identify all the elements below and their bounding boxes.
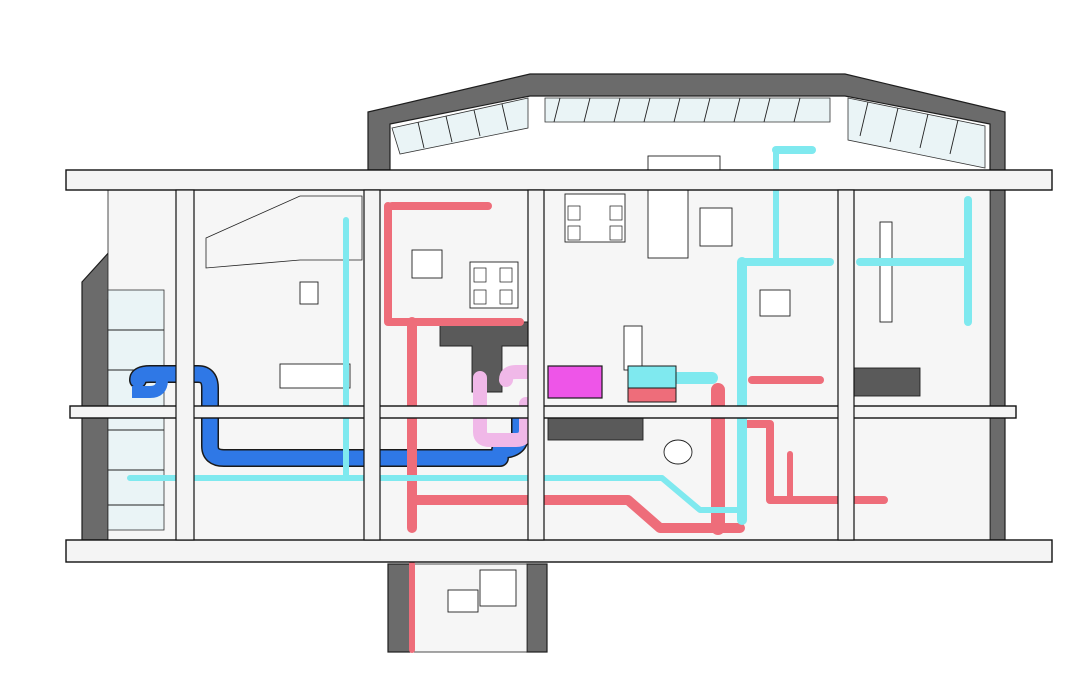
supply-floor-run: [127, 475, 743, 513]
basement-wall-right: [526, 563, 548, 653]
heat-exchanger: [627, 365, 677, 391]
skylight-left: [391, 97, 529, 155]
exhaust-fan-box: [627, 387, 677, 403]
skylight-mullion: [859, 101, 869, 137]
basement-wall-left: [387, 563, 411, 653]
skylight-mullion: [673, 97, 681, 123]
dining-table-upper: [564, 193, 626, 243]
dining-table-lower: [469, 261, 519, 309]
bottom-beam: [65, 539, 1053, 563]
exhaust-upper-left: [384, 202, 524, 326]
skylight-mullion: [733, 97, 741, 123]
armchair: [699, 207, 733, 247]
right-cabinet: [759, 289, 791, 317]
top-beam: [65, 169, 1053, 191]
left-ceiling-plane: [205, 195, 363, 269]
column-1: [175, 189, 195, 541]
basement-shelf: [479, 569, 517, 607]
skylight-mullion: [501, 103, 509, 131]
structural-frame: [65, 169, 1053, 563]
skylight-mullions: [417, 97, 959, 155]
skylights: [298, 97, 986, 215]
skylight-mullion: [583, 97, 591, 123]
outdoor-air-intake: [132, 379, 168, 398]
skylight-mullion: [703, 97, 711, 123]
outdoor-air-duct-fill: [130, 366, 528, 466]
column-3: [527, 189, 545, 541]
skylight-mullion: [949, 119, 959, 155]
fridge: [623, 325, 643, 371]
skylight-mullion: [919, 113, 929, 149]
skylight-mullion: [417, 121, 425, 149]
washbasin: [663, 439, 693, 465]
exhaust-right-run: [738, 420, 888, 504]
skylight-mullion: [445, 115, 453, 143]
skylight-mullion: [473, 109, 481, 137]
skylight-mullion: [763, 97, 771, 123]
sofa: [647, 185, 689, 259]
cooktop: [411, 249, 443, 279]
skylight-mullion: [553, 97, 561, 123]
right-shelf: [879, 221, 893, 323]
column-2: [363, 189, 381, 541]
bench-left: [279, 363, 351, 389]
furniture: [279, 155, 893, 613]
column-4: [837, 189, 855, 541]
skylight-mullion: [889, 107, 899, 143]
skylight-mullion: [643, 97, 651, 123]
dining-chairs: [473, 205, 623, 305]
ventilation-unit: [547, 365, 603, 399]
skylight-center: [544, 97, 831, 123]
exhaust-floor-run: [407, 495, 745, 533]
interior: [107, 189, 991, 541]
box-left: [299, 281, 319, 305]
basement-box: [447, 589, 479, 613]
skylight-mullion: [613, 97, 621, 123]
bypass-loop: [473, 365, 537, 447]
side-block: [851, 367, 921, 397]
skylight-mullion: [793, 97, 801, 123]
